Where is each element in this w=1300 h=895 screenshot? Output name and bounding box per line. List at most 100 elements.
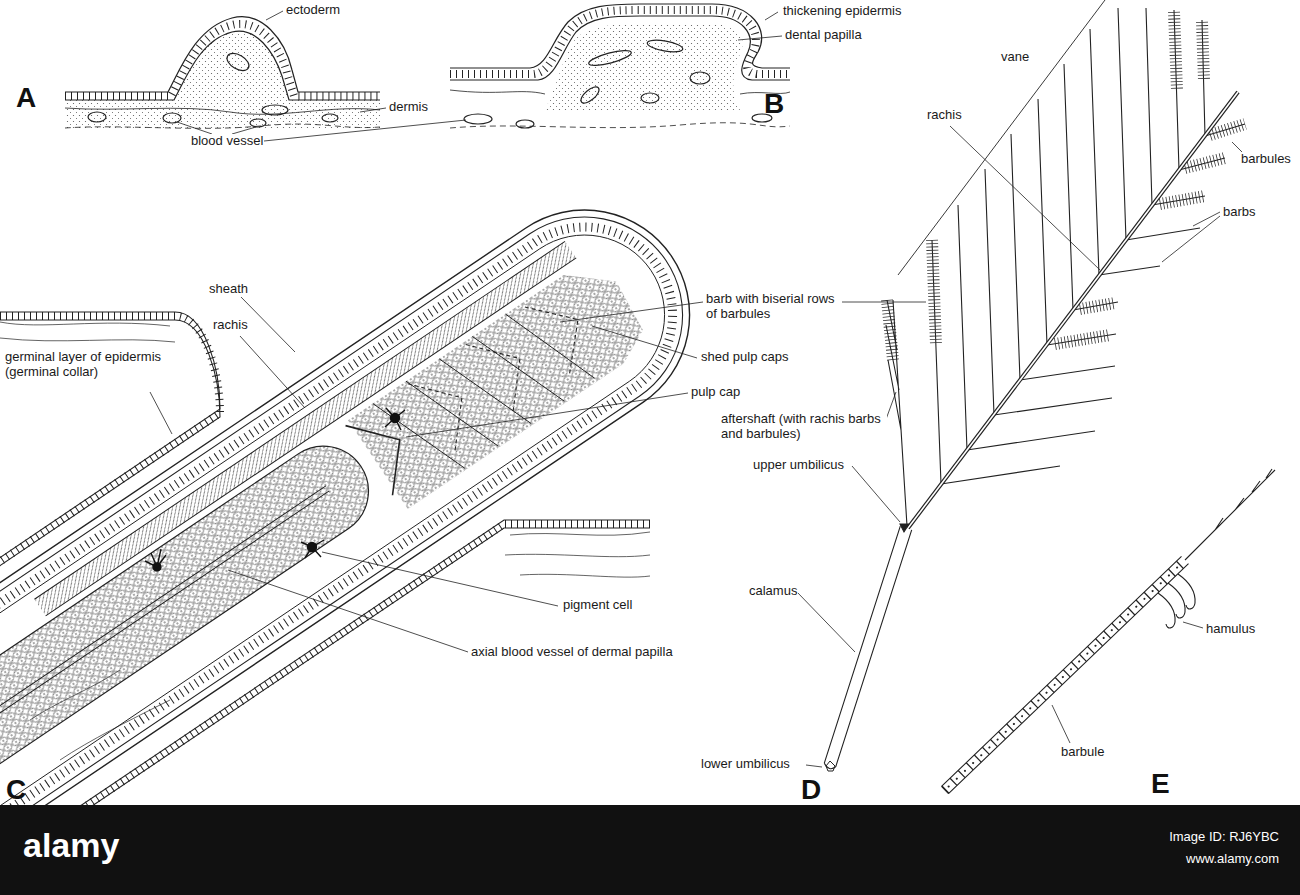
part-label: calamus [748,584,798,599]
panel-d-drawing [797,592,855,652]
part-label: axial blood vessel of dermal papilla [470,645,674,660]
panel-a-drawing [65,11,466,141]
panel-b-drawing [578,84,601,106]
panel-e-drawing [1052,705,1070,743]
panel-c-drawing [322,552,558,606]
panel-letter: C [5,776,27,804]
panel-c-drawing [0,322,175,342]
panel-c-drawing [34,241,576,615]
panel-e-drawing [945,560,1185,790]
part-label: hamulus [1205,622,1256,637]
panel-c-drawing [0,169,730,835]
panel-letter: B [763,90,785,118]
panel-b-drawing [450,90,790,94]
panel-a-drawing [65,31,380,128]
panel-c-drawing [0,169,730,835]
part-label: vane [1000,50,1030,65]
panel-d-drawing [852,466,900,522]
panel-e-drawing [1183,622,1203,628]
part-label: rachis [926,108,963,123]
panel-b-drawing [450,4,790,128]
panel-d-drawing [886,300,907,526]
panel-b-drawing [545,24,743,110]
panel-d-drawing [1162,212,1220,262]
panel-d-drawing [840,302,926,303]
panel-a-drawing [177,122,212,134]
panel-c-drawing [34,241,576,615]
panel-a-drawing [224,50,252,74]
panel-c-drawing [505,532,650,577]
part-label: rachis [212,318,249,333]
panel-d-drawing [826,761,835,771]
panel-b-drawing [646,38,683,54]
panel-c-drawing [346,405,424,495]
panel-e-drawing [1178,574,1195,609]
panel-a-drawing [250,119,266,127]
panel-e-drawing [1185,469,1275,560]
panel-d-drawing [932,8,1205,484]
part-label: barb with biserial rows of barbules [705,292,842,322]
part-label: germinal layer of epidermis (germinal co… [4,350,178,380]
panel-d-drawing [900,524,909,532]
panel-b-drawing [765,12,778,20]
part-label: shed pulp caps [700,350,789,365]
panel-b-drawing [450,123,790,128]
part-label: barbules [1240,152,1292,167]
watermark-text: Image ID: RJ6YBC [1168,830,1280,845]
panel-b-drawing [450,10,790,74]
panel-d-drawing [898,0,1105,275]
panel-letter: D [800,776,822,804]
panel-c-drawing [406,393,688,437]
panel-a-drawing [266,11,283,20]
panel-c-drawing [408,285,602,454]
part-label: pulp cap [690,385,741,400]
panel-d-drawing [824,526,911,769]
panel-d-drawing [908,92,1238,528]
part-label: barbule [1060,745,1105,760]
part-label: aftershaft (with rachis barbs and barbul… [720,412,887,442]
panel-d-drawing [1232,142,1242,152]
panel-a-drawing [163,113,181,123]
panel-a-drawing [65,24,380,96]
panel-c-drawing [560,302,703,322]
panel-a-drawing [322,114,338,122]
panel-b-drawing [738,36,782,40]
panel-a-drawing [65,31,380,100]
panel-b-drawing [690,72,710,84]
panel-a-drawing [232,127,256,134]
panel-c-drawing [240,336,305,408]
panel-letter: A [15,84,37,112]
panel-e-drawing [945,560,1185,790]
part-label: lower umbilicus [700,757,791,772]
panel-b-drawing [516,120,534,128]
panel-d-drawing [950,126,1100,270]
panel-a-drawing [88,112,106,122]
panel-b-drawing [464,114,492,124]
panel-c-drawing [385,408,405,430]
part-label: pigment cell [562,598,633,613]
panel-c-drawing [145,549,166,567]
panel-e-drawing [942,556,1189,793]
panel-c-drawing [592,326,697,358]
part-label: dermis [388,100,429,115]
panel-b-drawing [641,93,659,103]
panel-e-drawing [1158,593,1175,628]
part-label: ectoderm [285,3,341,18]
panel-c-drawing [150,392,172,434]
panel-b-drawing [587,47,632,68]
panel-e-drawing [942,469,1276,794]
panel-c-drawing [0,169,730,860]
panel-c-drawing [0,179,721,830]
panel-letter: E [1150,770,1171,798]
panel-d-drawing [806,765,822,767]
panel-a-drawing [360,108,386,112]
panel-c-drawing [145,408,405,571]
part-label: barbs [1222,205,1257,220]
panel-d-drawing [908,92,1238,528]
part-label: sheath [208,282,249,297]
panel-c-drawing [0,193,707,821]
panel-d-drawing [887,12,1245,360]
panel-c-drawing [0,204,696,815]
panel-c-drawing [373,293,596,491]
